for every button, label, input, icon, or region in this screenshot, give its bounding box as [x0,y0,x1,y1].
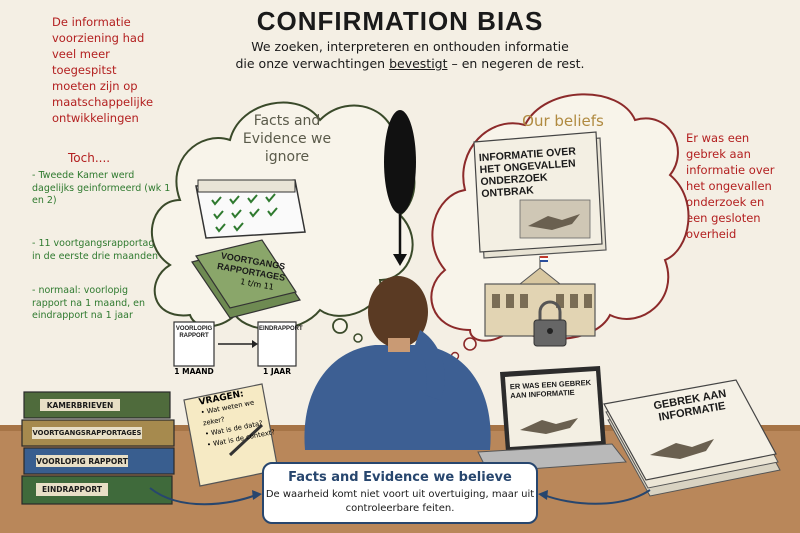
left-connector-arrow [149,487,257,506]
person-thinking [304,276,491,450]
left-note-toch: Toch.... [68,151,111,165]
subtitle-line2: die onze verwachtingen bevestigt – en ne… [230,55,590,72]
subtitle-line2-post: – en negeren de rest. [447,56,585,71]
left-note-item-3: - normaal: voorlopig rapport na 1 maand,… [32,285,146,321]
subtitle-line2-pre: die onze verwachtingen [235,56,390,71]
preliminary-report-doc [173,321,215,367]
book-voorlopig-rapport: VOORLOPIG RAPPORT [36,457,128,466]
left-cloud-label: Facts and Evidence we ignore [242,113,332,165]
laptop [477,366,627,473]
right-note: Er was een gebrek aan informatie over he… [686,131,775,241]
page-title: CONFIRMATION BIAS [256,6,544,36]
calendar-icon [195,179,306,239]
doc1-label: 1 MAAND [174,367,214,376]
book-eindrapport: EINDRAPPORT [42,485,102,494]
left-note-item-1: - Tweede Kamer werd dagelijks geinformee… [32,170,171,206]
newspaper-stack [603,379,781,497]
facts-we-believe-box: Facts and Evidence we believe De waarhei… [262,462,538,524]
attention-arrow-icon [384,110,416,266]
book-voortgangsrapportages: VOORTGANGSRAPPORTAGES [32,429,142,437]
final-report-doc-title: EINDRAPPORT [259,326,303,332]
left-note-item-2: - 11 voortgangsrapportages in de eerste … [32,238,166,262]
right-connector-arrow [543,489,651,505]
subtitle: We zoeken, interpreteren en onthouden in… [230,38,590,72]
final-report-doc [257,321,297,367]
padlock-icon [533,300,567,347]
doc2-label: 1 JAAR [262,367,291,376]
facts-we-believe-text: De waarheid komt niet voort uit overtuig… [265,489,535,514]
right-cloud-label: Our beliefs [522,112,604,130]
subtitle-emphasis: bevestigt [389,56,448,71]
beliefs-newspaper [473,131,607,259]
facts-we-believe-title: Facts and Evidence we believe [288,470,512,485]
book-kamerbrieven: KAMERBRIEVEN [46,401,114,410]
books-stack [21,391,175,505]
preliminary-report-doc-title: VOORLOPIG RAPPORT [175,326,213,339]
pen-icon [228,423,264,457]
left-note-main: De informatie voorziening had veel meer … [52,15,154,125]
progress-report-binder [191,239,301,319]
subtitle-line1: We zoeken, interpreteren en onthouden in… [251,39,569,54]
beliefs-newspaper-headline: INFORMATIE OVER HET ONGEVALLEN ONDERZOEK… [478,145,577,201]
